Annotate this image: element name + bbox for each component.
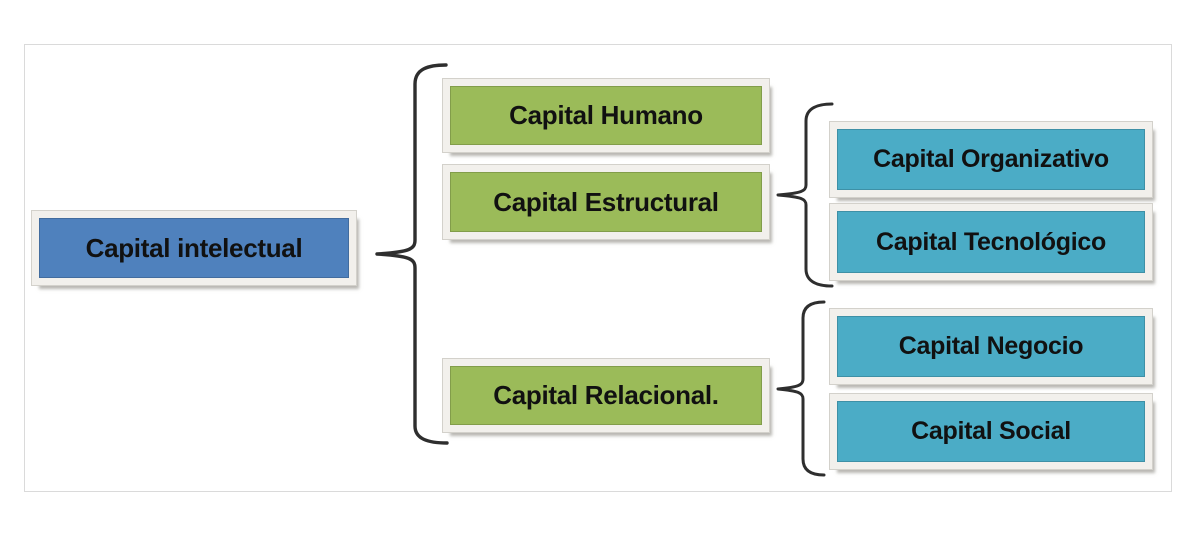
node-capital-humano-label: Capital Humano bbox=[509, 100, 703, 130]
node-capital-intelectual-label: Capital intelectual bbox=[85, 232, 303, 263]
curly-brace-icon bbox=[375, 63, 449, 445]
node-capital-relacional: Capital Relacional. bbox=[443, 359, 769, 432]
node-capital-estructural-label: Capital Estructural bbox=[493, 186, 719, 217]
curly-brace-icon bbox=[776, 102, 834, 288]
node-capital-organizativo: Capital Organizativo bbox=[830, 122, 1152, 197]
node-capital-social: Capital Social bbox=[830, 394, 1152, 469]
brace-root-to-level2 bbox=[375, 63, 449, 445]
node-capital-social-label: Capital Social bbox=[911, 417, 1071, 445]
node-capital-intelectual: Capital intelectual bbox=[32, 211, 356, 285]
node-capital-negocio: Capital Negocio bbox=[830, 309, 1152, 384]
node-capital-relacional-label: Capital Relacional. bbox=[493, 380, 719, 410]
node-capital-tecnologico: Capital Tecnológico bbox=[830, 204, 1152, 280]
node-capital-tecnologico-label: Capital Tecnológico bbox=[876, 227, 1106, 256]
node-capital-humano: Capital Humano bbox=[443, 79, 769, 152]
node-capital-organizativo-label: Capital Organizativo bbox=[873, 145, 1109, 173]
brace-relacional-to-children bbox=[776, 300, 826, 477]
brace-estructural-to-children bbox=[776, 102, 834, 288]
curly-brace-icon bbox=[776, 300, 826, 477]
node-capital-estructural: Capital Estructural bbox=[443, 165, 769, 239]
node-capital-negocio-label: Capital Negocio bbox=[898, 332, 1084, 360]
